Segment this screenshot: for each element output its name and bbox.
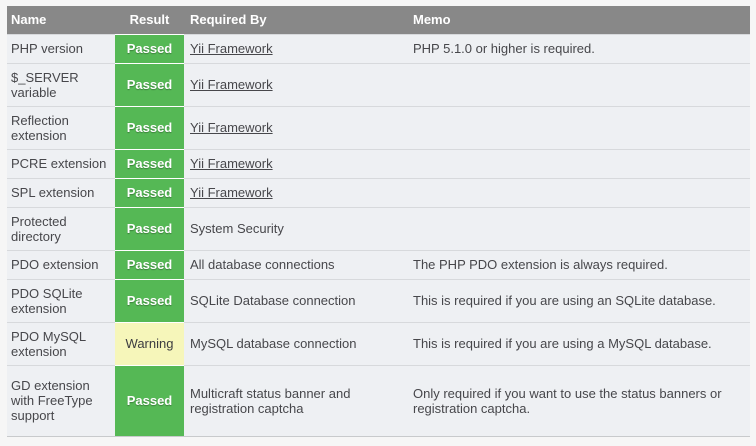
requirement-name-cell: PDO extension bbox=[7, 249, 115, 279]
result-badge: Passed bbox=[115, 62, 184, 106]
required-by-cell: MySQL database connection bbox=[184, 321, 405, 365]
required-by-cell: Yii Framework bbox=[184, 62, 405, 106]
required-by-cell: Yii Framework bbox=[184, 148, 405, 178]
required-by-link[interactable]: Yii Framework bbox=[190, 185, 273, 200]
result-badge: Passed bbox=[115, 148, 184, 178]
table-row: PDO SQLite extension Passed SQLite Datab… bbox=[7, 278, 750, 322]
memo-cell: This is required if you are using a MySQ… bbox=[405, 321, 750, 365]
memo-cell bbox=[405, 148, 750, 178]
result-badge: Passed bbox=[115, 105, 184, 149]
result-badge: Passed bbox=[115, 249, 184, 279]
required-by-cell: Yii Framework bbox=[184, 33, 405, 63]
required-by-link[interactable]: Yii Framework bbox=[190, 77, 273, 92]
table-row: PHP version Passed Yii Framework PHP 5.1… bbox=[7, 33, 750, 63]
required-by-link[interactable]: Yii Framework bbox=[190, 41, 273, 56]
memo-cell bbox=[405, 105, 750, 149]
requirement-name-cell: PHP version bbox=[7, 33, 115, 63]
required-by-cell: System Security bbox=[184, 206, 405, 250]
table-row: $_SERVER variable Passed Yii Framework bbox=[7, 62, 750, 106]
requirements-check-section: Name Result Required By Memo PHP version… bbox=[7, 6, 750, 437]
requirements-table: Name Result Required By Memo PHP version… bbox=[7, 6, 750, 437]
requirement-name-cell: Protected directory bbox=[7, 206, 115, 250]
column-header-result: Result bbox=[115, 6, 184, 34]
result-badge: Passed bbox=[115, 278, 184, 322]
column-header-required-by: Required By bbox=[184, 6, 405, 34]
required-by-link[interactable]: Yii Framework bbox=[190, 156, 273, 171]
table-row: PDO MySQL extension Warning MySQL databa… bbox=[7, 321, 750, 365]
result-badge: Passed bbox=[115, 177, 184, 207]
memo-cell bbox=[405, 177, 750, 207]
requirement-name-cell: PDO MySQL extension bbox=[7, 321, 115, 365]
required-by-cell: SQLite Database connection bbox=[184, 278, 405, 322]
requirement-name-cell: GD extension with FreeType support bbox=[7, 364, 115, 437]
table-row: Reflection extension Passed Yii Framewor… bbox=[7, 105, 750, 149]
requirement-name-cell: PDO SQLite extension bbox=[7, 278, 115, 322]
required-by-cell: Multicraft status banner and registratio… bbox=[184, 364, 405, 437]
table-row: PCRE extension Passed Yii Framework bbox=[7, 148, 750, 178]
required-by-cell: Yii Framework bbox=[184, 177, 405, 207]
memo-cell bbox=[405, 62, 750, 106]
required-by-cell: Yii Framework bbox=[184, 105, 405, 149]
memo-cell: Only required if you want to use the sta… bbox=[405, 364, 750, 437]
table-row: SPL extension Passed Yii Framework bbox=[7, 177, 750, 207]
required-by-cell: All database connections bbox=[184, 249, 405, 279]
requirement-name-cell: SPL extension bbox=[7, 177, 115, 207]
memo-cell: PHP 5.1.0 or higher is required. bbox=[405, 33, 750, 63]
table-header-row: Name Result Required By Memo bbox=[7, 6, 750, 34]
table-row: Protected directory Passed System Securi… bbox=[7, 206, 750, 250]
requirement-name-cell: PCRE extension bbox=[7, 148, 115, 178]
column-header-name: Name bbox=[7, 6, 115, 34]
column-header-memo: Memo bbox=[405, 6, 750, 34]
table-row: PDO extension Passed All database connec… bbox=[7, 249, 750, 279]
memo-cell: The PHP PDO extension is always required… bbox=[405, 249, 750, 279]
requirement-name-cell: Reflection extension bbox=[7, 105, 115, 149]
memo-cell bbox=[405, 206, 750, 250]
result-badge: Passed bbox=[115, 364, 184, 437]
memo-cell: This is required if you are using an SQL… bbox=[405, 278, 750, 322]
table-row: GD extension with FreeType support Passe… bbox=[7, 364, 750, 437]
required-by-link[interactable]: Yii Framework bbox=[190, 120, 273, 135]
result-badge: Warning bbox=[115, 321, 184, 365]
result-badge: Passed bbox=[115, 206, 184, 250]
result-badge: Passed bbox=[115, 33, 184, 63]
requirement-name-cell: $_SERVER variable bbox=[7, 62, 115, 106]
